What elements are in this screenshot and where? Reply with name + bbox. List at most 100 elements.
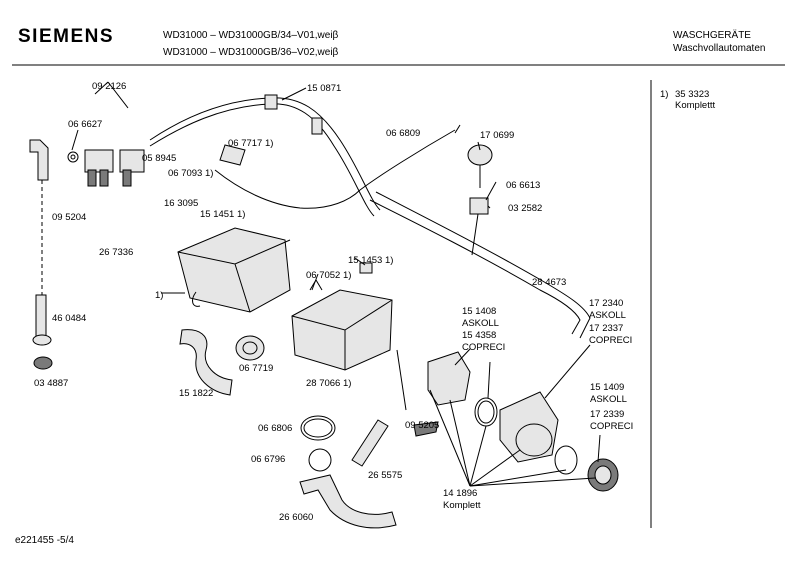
inlet-valve-1 (84, 149, 114, 173)
part-label: 15 1822 (179, 388, 214, 399)
detergent-housing (177, 227, 291, 313)
part-label: 06 6627 (68, 119, 103, 130)
connector-clip (413, 421, 439, 437)
part-label: 14 1896 (443, 488, 478, 499)
valve-1-coil (87, 169, 97, 187)
part-label: 06 6809 (386, 128, 421, 139)
part-label: ASKOLL (589, 310, 626, 321)
part-label: 09 2126 (92, 81, 127, 92)
detergent-drawer (291, 289, 393, 371)
drain-pump-askoll (427, 351, 471, 406)
leader-151408 (454, 348, 471, 366)
part-label: 15 4358 (462, 330, 497, 341)
part-label: 15 1409 (590, 382, 625, 393)
sensor-hose (351, 419, 389, 467)
side-note-ref: 1) (660, 89, 669, 100)
part-label: Komplett (443, 500, 481, 511)
part-label: 15 0871 (307, 83, 342, 94)
part-label: 15 1453 1) (348, 255, 394, 266)
part-label: 17 0699 (480, 130, 515, 141)
leader-141896-b (449, 399, 471, 487)
leader-150871 (281, 87, 307, 101)
elbow-pipe (29, 139, 49, 181)
part-label: 03 4887 (34, 378, 69, 389)
bellows-hose (179, 329, 233, 396)
leader-141896-f (469, 477, 596, 487)
drawer-cap (359, 262, 373, 274)
wire-harness (214, 129, 456, 209)
part-label: 09 5204 (52, 212, 87, 223)
part-label: 1) (155, 290, 164, 301)
vertical-pipe (35, 294, 47, 338)
pump-housing-outlet (515, 423, 553, 457)
part-label: 15 1451 1) (200, 209, 246, 220)
leader-066627 (71, 129, 79, 151)
part-label: 09 5205 (405, 420, 440, 431)
document-id: e221455 -5/4 (15, 535, 74, 546)
part-label: 17 2337 (589, 323, 624, 334)
pipe-foot (32, 334, 52, 346)
part-label: COPRECI (462, 342, 506, 353)
model-line-2: WD31000 – WD31000GB/36–V02,weiβ (163, 47, 339, 58)
model-line-1: WD31000 – WD31000GB/34–V01,weiβ (163, 30, 339, 41)
valve-2-coil (122, 169, 132, 187)
part-label: 17 2339 (590, 409, 625, 420)
leader-141896-c (469, 425, 487, 487)
part-label: 28 4673 (532, 277, 567, 288)
filter-insert-center (594, 465, 612, 485)
part-label: 15 1408 (462, 306, 497, 317)
part-label: 28 7066 1) (306, 378, 352, 389)
part-label: 17 2340 (589, 298, 624, 309)
inlet-valve-2 (119, 149, 145, 173)
housing-edges (177, 239, 291, 313)
category-line-1: WASCHGERÄTE (673, 30, 751, 41)
valve-1-coil-2 (99, 169, 109, 187)
drawer-siphon (309, 279, 323, 291)
leader-141896-e (469, 469, 567, 487)
side-note-desc: Komplettt (675, 100, 716, 111)
part-label: 06 6796 (251, 454, 286, 465)
leader-172340 (544, 344, 591, 399)
part-label: 26 5575 (368, 470, 403, 481)
part-label: 06 6613 (506, 180, 541, 191)
part-label: 16 3095 (164, 198, 199, 209)
hose-seal (235, 335, 265, 361)
part-label: COPRECI (590, 421, 634, 432)
leader-066613 (485, 181, 497, 201)
side-note-part: 35 3323 (675, 89, 710, 100)
hose-seal-inner (242, 341, 258, 355)
hose-rod (396, 349, 407, 411)
part-label: 06 7052 1) (306, 270, 352, 281)
part-label: 05 8945 (142, 153, 177, 164)
leader-151453 (354, 257, 366, 266)
leader-067052 (311, 273, 319, 291)
drawer-edges (291, 299, 393, 370)
pressure-chamber-hose (471, 213, 479, 256)
inlet-hose (149, 97, 381, 211)
rubber-foot (33, 356, 53, 370)
drain-sump (299, 474, 397, 529)
part-label: 06 7093 1) (168, 168, 214, 179)
pressure-chamber (469, 197, 489, 215)
part-label: 26 6060 (279, 512, 314, 523)
part-label: 06 7719 (239, 363, 274, 374)
part-label: 26 7336 (99, 247, 134, 258)
part-label: ASKOLL (462, 318, 499, 329)
leader-141896-a (429, 389, 471, 487)
washer-1 (67, 151, 79, 163)
leader-170699 (477, 141, 481, 151)
pump-gasket-inner (477, 400, 495, 424)
part-label: 03 2582 (508, 203, 543, 214)
drain-hose (369, 199, 581, 335)
inlet-hose-edge (149, 103, 375, 217)
leader-154358 (487, 361, 491, 399)
leader-151409 (597, 434, 601, 463)
hose-clamp-top (264, 94, 278, 110)
part-label: 46 0484 (52, 313, 87, 324)
part-label: 06 7717 1) (228, 138, 274, 149)
part-label: COPRECI (589, 335, 633, 346)
filter-gasket (554, 445, 578, 475)
part-label: ASKOLL (590, 394, 627, 405)
hose-clamp-mid (311, 117, 323, 135)
